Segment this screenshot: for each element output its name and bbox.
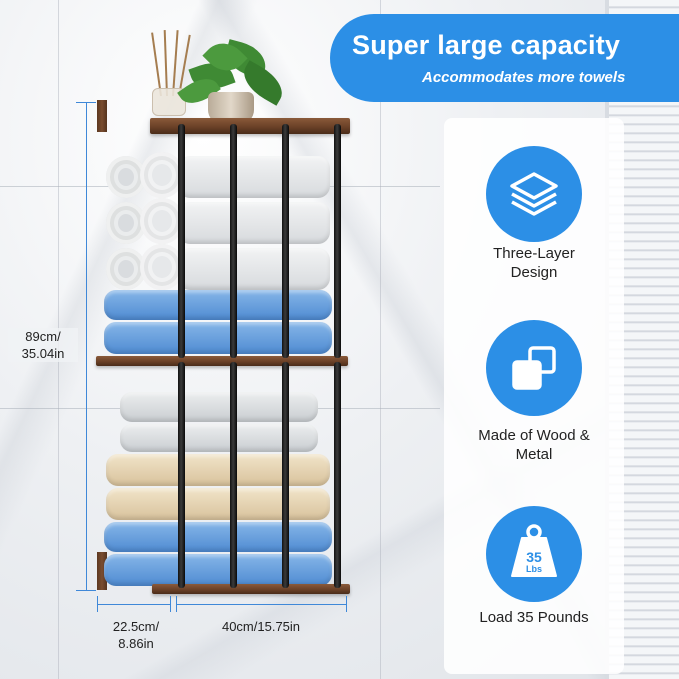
height-imperial: 35.04in <box>21 346 65 361</box>
metal-rod <box>178 124 185 358</box>
shelf-backplate <box>97 552 107 590</box>
weight-value: 35 <box>526 549 542 565</box>
metal-rod <box>178 362 185 588</box>
metal-rod <box>230 124 237 358</box>
headline-title: Super large capacity <box>352 30 621 60</box>
features-panel: Three-Layer Design Made of Wood & Metal … <box>444 118 624 674</box>
layers-icon <box>486 146 582 242</box>
metal-rod <box>282 124 289 358</box>
metal-rod <box>334 124 341 358</box>
overlapping-squares-icon <box>486 320 582 416</box>
weight-icon: 35 Lbs <box>486 506 582 602</box>
height-metric: 89cm/ <box>25 329 61 344</box>
feature-material-label-line2: Metal <box>515 446 553 463</box>
shelf-backplate <box>97 100 107 132</box>
width-label: 40cm/15.75in <box>221 619 301 634</box>
middle-wood-board <box>96 356 348 366</box>
bottom-wood-board <box>152 584 350 594</box>
headline-subtitle: Accommodates more towels <box>422 69 626 86</box>
feature-material-label-line1: Made of Wood & <box>478 427 590 444</box>
depth-imperial: 8.86in <box>118 636 154 651</box>
wall-tile-seam <box>380 0 381 679</box>
metal-rod <box>282 362 289 588</box>
top-wood-board <box>150 118 350 134</box>
depth-metric: 22.5cm/ <box>112 619 160 634</box>
headline-banner: Super large capacity Accommodates more t… <box>330 14 679 102</box>
feature-layer-label-line1: Three-Layer <box>493 245 575 262</box>
metal-rod <box>334 362 341 588</box>
feature-load-label: Load 35 Pounds <box>479 609 589 626</box>
weight-unit: Lbs <box>525 564 542 574</box>
metal-rod <box>230 362 237 588</box>
feature-layer-label-line2: Design <box>510 264 558 281</box>
